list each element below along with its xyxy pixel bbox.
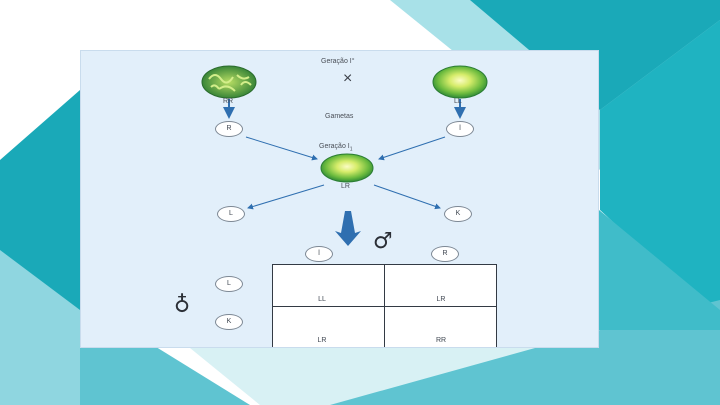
seed-parent-rr: [202, 66, 256, 98]
punnett-cell-lr-top-label: LR: [411, 296, 471, 303]
cross-symbol: ×: [343, 71, 352, 87]
arrow-l-to-f1: [379, 137, 445, 159]
arrow-f1-to-k: [374, 185, 440, 208]
gametes-label: Gametas: [325, 113, 353, 120]
female-gamete-l: L: [215, 276, 243, 292]
female-symbol: ♀: [174, 291, 190, 313]
seed-parent-ll: [433, 66, 487, 98]
arrow-f1-to-l: [248, 185, 324, 208]
f1-gamete-k-circle: K: [444, 206, 472, 222]
male-gamete-l: l: [305, 246, 333, 262]
title-f1-generation: Geração I1: [319, 143, 353, 152]
gamete-l-circle: l: [446, 121, 474, 137]
genetics-diagram-panel: Geração I° × Gametas Geração I1 RR LL LR…: [80, 50, 599, 348]
arrow-down-to-punnett: [335, 211, 361, 246]
gamete-r-circle: R: [215, 121, 243, 137]
punnett-square: LL LR LR RR: [272, 264, 497, 348]
parent-rr-label: RR: [223, 98, 233, 105]
f1-lr-label: LR: [341, 183, 350, 190]
punnett-cell-ll-label: LL: [292, 296, 352, 303]
male-symbol: ♂: [373, 231, 393, 253]
f1-gamete-l-circle: L: [217, 206, 245, 222]
punnett-cell-lr-bottom-label: LR: [292, 337, 352, 344]
title-parental-generation: Geração I°: [321, 58, 355, 65]
punnett-cell-rr-label: RR: [411, 337, 471, 344]
male-gamete-r: R: [431, 246, 459, 262]
parent-ll-label: LL: [454, 98, 462, 105]
seed-f1-lr: [321, 154, 373, 182]
punnett-divider-horizontal: [273, 306, 496, 307]
female-gamete-k: K: [215, 314, 243, 330]
arrow-r-to-f1: [246, 137, 317, 159]
